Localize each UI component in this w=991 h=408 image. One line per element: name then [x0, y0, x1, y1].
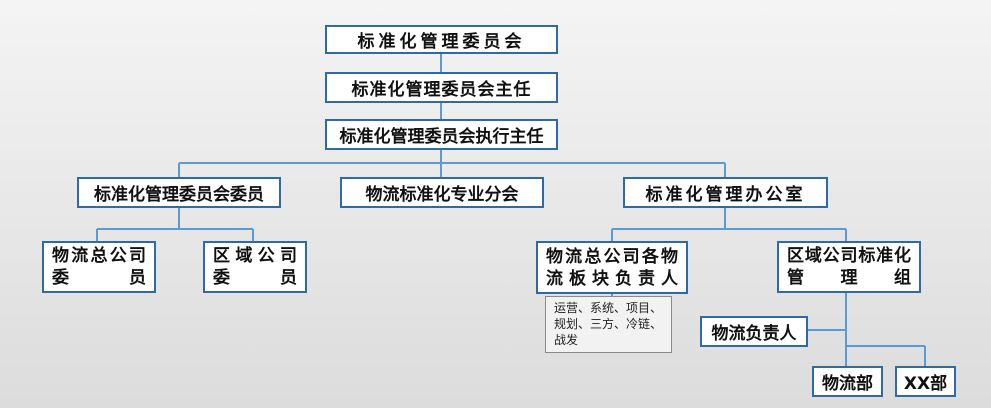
hq-heads-note: 运营、系统、项目、 规划、三方、冷链、 战发: [545, 296, 672, 353]
executive-director-label: 标准化管理委员会执行主任: [339, 127, 544, 147]
director-label: 标准化管理委员会主任: [351, 80, 532, 100]
logistics-dept-label: 物流部: [822, 374, 873, 394]
logistics-dept-box: 物流部: [812, 366, 883, 397]
regional-member-line2: 委员: [213, 268, 297, 288]
regional-group-line1: 区域公司标准化: [787, 246, 911, 266]
logistics-subcommittee-label: 物流标准化专业分会: [365, 185, 519, 205]
members-box: 标准化管理委员会委员: [77, 177, 281, 208]
director-box: 标准化管理委员会主任: [325, 72, 558, 103]
regional-group-box: 区域公司标准化 管理组: [777, 241, 921, 293]
xx-dept-box: XX部: [895, 366, 956, 397]
executive-director-box: 标准化管理委员会执行主任: [325, 119, 558, 150]
office-label: 标准化管理办公室: [645, 185, 806, 205]
committee-label: 标准化管理委员会: [357, 32, 526, 52]
hq-heads-box: 物流总公司各物 流板块负责人: [536, 241, 688, 294]
logistics-head-label: 物流负责人: [711, 324, 797, 344]
members-label: 标准化管理委员会委员: [94, 185, 264, 205]
hq-member-box: 物流总公司 委员: [42, 241, 156, 293]
logistics-subcommittee-box: 物流标准化专业分会: [340, 177, 544, 208]
hq-member-line1: 物流总公司: [52, 246, 146, 266]
logistics-head-box: 物流负责人: [700, 316, 808, 347]
regional-member-line1: 区域公司: [213, 246, 297, 266]
hq-heads-line2: 流板块负责人: [546, 268, 678, 289]
regional-member-box: 区域公司 委员: [203, 241, 307, 293]
committee-box: 标准化管理委员会: [325, 25, 558, 54]
hq-heads-line1: 物流总公司各物: [546, 246, 678, 267]
regional-group-line2: 管理组: [787, 268, 911, 288]
hq-member-line2: 委员: [52, 268, 146, 288]
office-box: 标准化管理办公室: [623, 177, 828, 208]
xx-dept-label: XX部: [903, 374, 948, 394]
